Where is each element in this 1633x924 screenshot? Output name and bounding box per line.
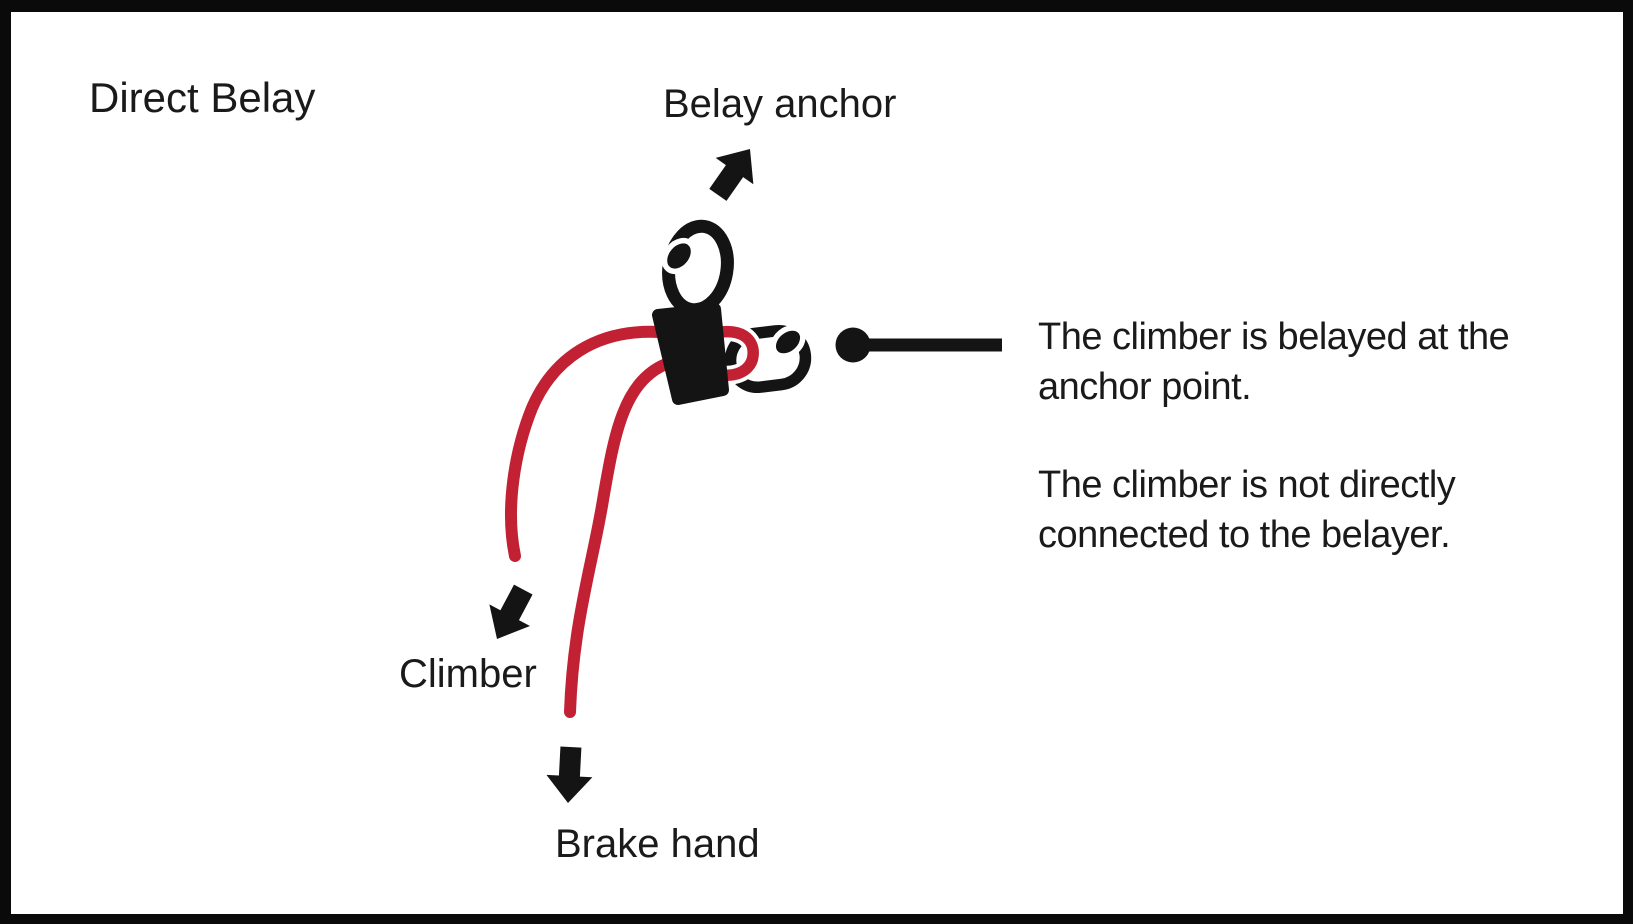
climber-arrow-icon	[476, 578, 544, 650]
rope-carabiner-gate	[770, 325, 806, 359]
callout-p1-line2: anchor point.	[1038, 366, 1252, 408]
anchor-carabiner-gate	[661, 237, 697, 275]
rope-bight	[702, 325, 759, 381]
callout-p2-line1: The climber is not directly	[1038, 464, 1456, 506]
anchor-carabiner-gate-icon	[661, 237, 697, 275]
anchor-carabiner-ring	[662, 219, 734, 317]
rope-carabiner-gate-icon	[770, 325, 806, 359]
anchor-arrow-icon	[699, 135, 769, 209]
rope-climber-strand	[505, 325, 665, 562]
callout-p1-line1: The climber is belayed at the	[1038, 316, 1510, 358]
rope-carabiner-ring	[724, 324, 812, 394]
page-title: Direct Belay	[89, 74, 316, 121]
callout-paragraph-2: The climber is not directly connected to…	[1038, 460, 1509, 560]
rope-bight-casing	[698, 322, 763, 385]
belay-anchor-label: Belay anchor	[663, 82, 897, 126]
rope-brake-strand	[564, 358, 672, 718]
callout-pointer-dot	[835, 327, 871, 363]
callout-paragraph-1: The climber is belayed at the anchor poi…	[1038, 312, 1510, 412]
brake-hand-label: Brake hand	[555, 822, 760, 866]
rope-carabiner-icon	[724, 324, 812, 394]
callout-text-block: The climber is belayed at the anchor poi…	[1038, 312, 1510, 608]
belay-device	[652, 303, 729, 405]
brake-hand-arrow-icon	[545, 745, 594, 805]
diagram-canvas: Direct Belay Belay anchor Climber Brake …	[11, 12, 1623, 914]
callout-p2-line2: connected to the belayer.	[1038, 514, 1451, 556]
anchor-carabiner-icon	[662, 219, 734, 317]
climber-label: Climber	[399, 652, 537, 696]
